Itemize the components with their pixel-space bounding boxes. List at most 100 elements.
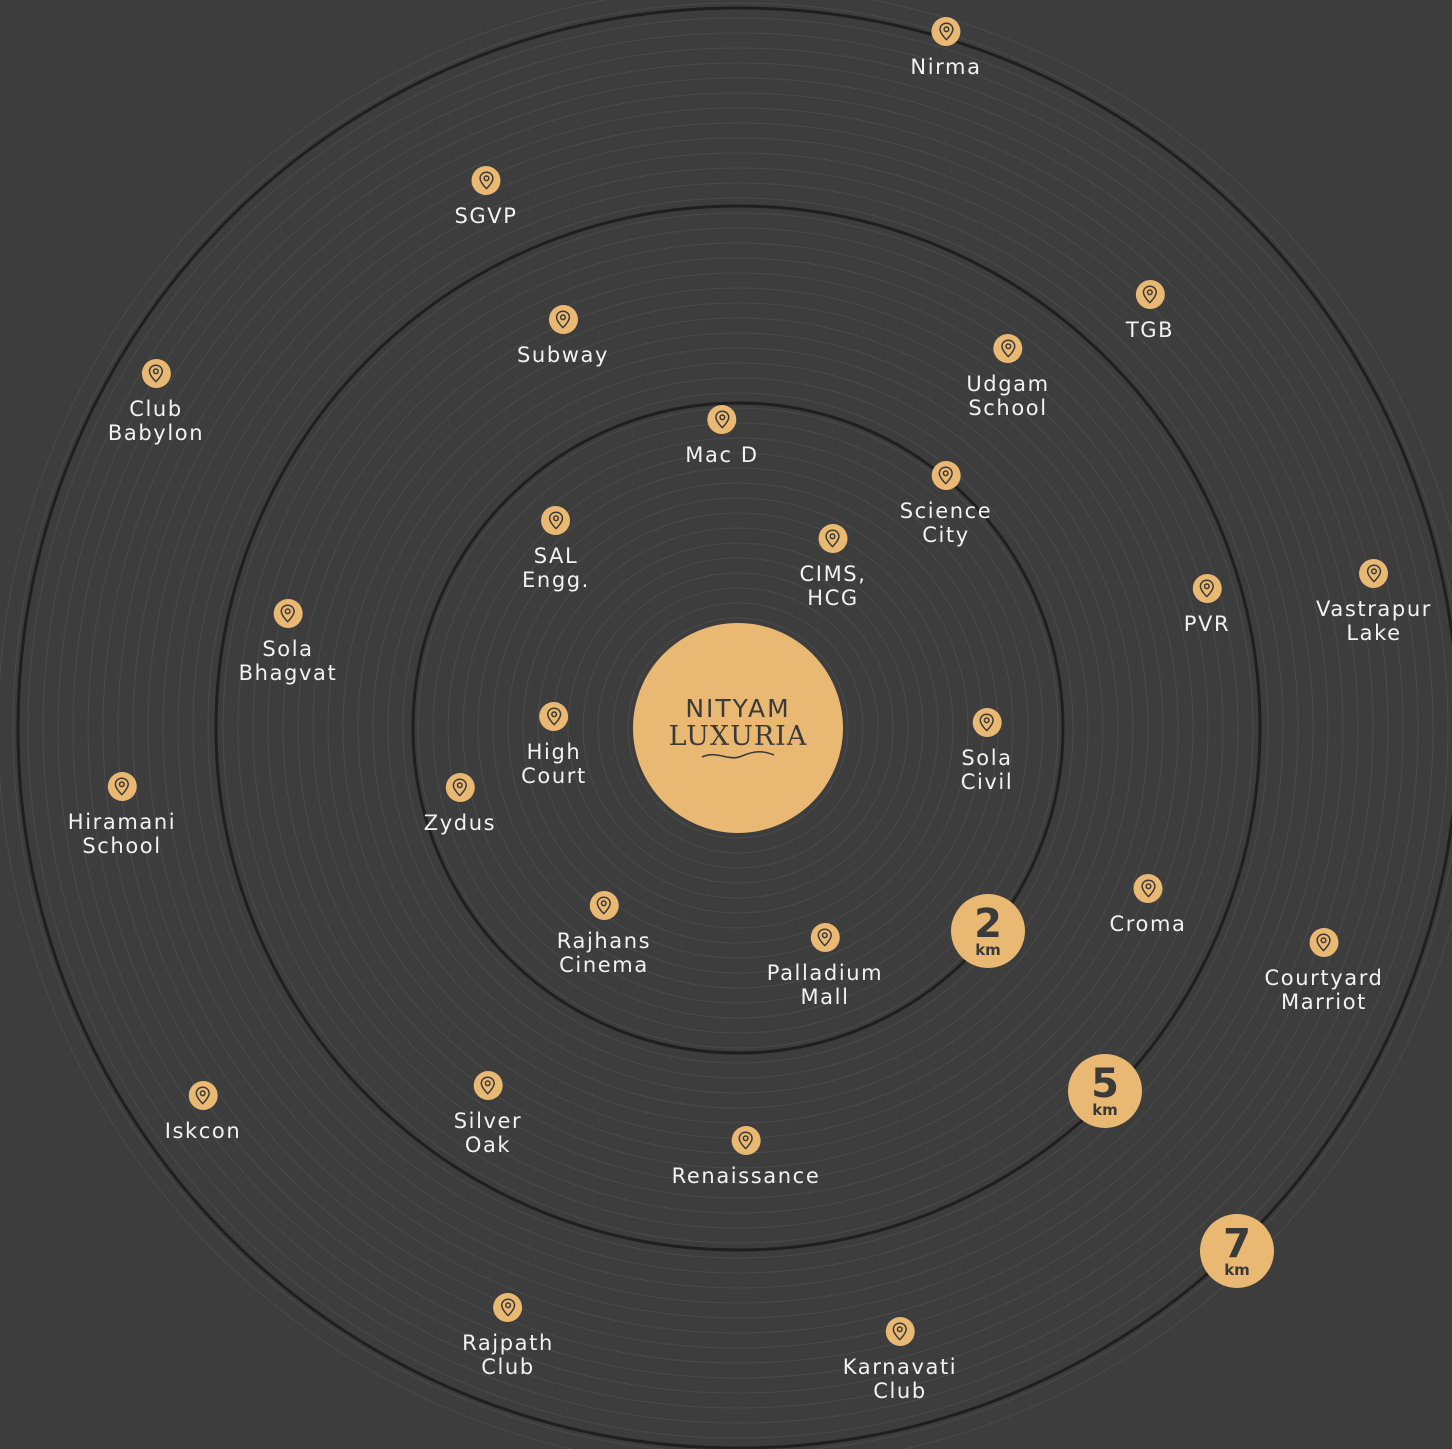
location-pvr[interactable]: PVR — [1184, 574, 1230, 636]
map-pin-icon — [273, 599, 303, 628]
fine-ring — [252, 242, 1224, 1214]
location-silver-oak[interactable]: Silver Oak — [454, 1071, 523, 1157]
fine-ring — [87, 77, 1389, 1379]
location-mac-d[interactable]: Mac D — [685, 405, 758, 467]
location-sola-bhagvat[interactable]: Sola Bhagvat — [239, 599, 338, 685]
distance-ring — [411, 401, 1065, 1055]
fine-ring — [417, 407, 1059, 1049]
fine-ring — [162, 152, 1314, 1304]
location-label: Renaissance — [671, 1164, 821, 1188]
map-pin-icon — [541, 506, 571, 535]
badge-value: 2 — [974, 901, 1002, 947]
fine-ring — [357, 347, 1119, 1109]
location-label: Iskcon — [164, 1119, 242, 1143]
fine-ring — [372, 362, 1104, 1094]
location-iskcon[interactable]: Iskcon — [165, 1081, 242, 1143]
fine-ring — [507, 497, 969, 959]
fine-ring — [462, 452, 1014, 1004]
radius-badge-5km: 5 km — [1068, 1054, 1142, 1128]
map-pin-icon — [1359, 559, 1389, 588]
distance-ring — [16, 6, 1452, 1449]
badge-unit: km — [1224, 1261, 1250, 1279]
location-palladium-mall[interactable]: Palladium Mall — [767, 923, 883, 1009]
map-pin-icon — [931, 461, 961, 490]
distance-ring — [214, 204, 1262, 1252]
location-rajhans-cinema[interactable]: Rajhans Cinema — [557, 891, 651, 977]
location-hiramani-school[interactable]: Hiramani School — [68, 772, 176, 858]
map-pin-icon — [818, 524, 848, 553]
fine-ring — [267, 257, 1209, 1199]
fine-ring — [612, 602, 864, 854]
location-subway[interactable]: Subway — [517, 305, 609, 367]
location-label: TGB — [1125, 318, 1175, 342]
fine-ring — [582, 572, 894, 884]
fine-ring — [192, 182, 1284, 1274]
location-label: Science City — [899, 499, 993, 547]
radius-badge-7km: 7 km — [1200, 1214, 1274, 1288]
fine-ring — [522, 512, 954, 944]
fine-ring — [147, 137, 1329, 1319]
location-high-court[interactable]: High Court — [521, 702, 587, 788]
location-sal-engg[interactable]: SAL Engg. — [522, 506, 590, 592]
fine-ring — [72, 62, 1404, 1394]
location-label: Rajhans Cinema — [556, 929, 652, 977]
fine-ring — [282, 272, 1194, 1184]
location-label: Vastrapur Lake — [1316, 597, 1432, 645]
radius-badge-2km: 2 km — [951, 894, 1025, 968]
location-label: Rajpath Club — [462, 1331, 554, 1379]
location-tgb[interactable]: TGB — [1126, 280, 1174, 342]
fine-ring — [627, 617, 849, 839]
badge-unit: km — [1092, 1101, 1118, 1119]
location-label: Silver Oak — [453, 1109, 523, 1157]
map-pin-icon — [1192, 574, 1222, 603]
map-pin-icon — [1133, 874, 1163, 903]
location-rajpath-club[interactable]: Rajpath Club — [462, 1293, 554, 1379]
location-science-city[interactable]: Science City — [900, 461, 993, 547]
map-pin-icon — [707, 405, 737, 434]
location-karnavati-club[interactable]: Karnavati Club — [843, 1317, 957, 1403]
map-pin-icon — [107, 772, 137, 801]
fine-ring — [387, 377, 1089, 1079]
location-label: Sola Bhagvat — [238, 637, 338, 685]
map-pin-icon — [810, 923, 840, 952]
fine-ring — [132, 122, 1344, 1334]
map-pin-icon — [972, 708, 1002, 737]
fine-ring — [57, 47, 1419, 1409]
map-pin-icon — [471, 166, 501, 195]
location-label: Palladium Mall — [766, 961, 884, 1009]
location-label: Udgam School — [966, 372, 1050, 420]
map-pin-icon — [473, 1071, 503, 1100]
location-label: Sola Civil — [960, 746, 1014, 794]
fine-ring — [402, 392, 1074, 1064]
location-sgvp[interactable]: SGVP — [454, 166, 517, 228]
location-club-babylon[interactable]: Club Babylon — [108, 359, 204, 445]
fine-ring — [597, 587, 879, 869]
location-croma[interactable]: Croma — [1109, 874, 1186, 936]
location-label: PVR — [1183, 612, 1231, 636]
location-label: Subway — [516, 343, 610, 367]
fine-ring — [42, 32, 1434, 1424]
location-zydus[interactable]: Zydus — [424, 773, 496, 835]
location-vastrapur-lake[interactable]: Vastrapur Lake — [1316, 559, 1432, 645]
location-renaissance[interactable]: Renaissance — [672, 1126, 821, 1188]
map-pin-icon — [548, 305, 578, 334]
map-pin-icon — [493, 1293, 523, 1322]
fine-ring — [222, 212, 1254, 1244]
location-cims-hcg[interactable]: CIMS, HCG — [800, 524, 867, 610]
location-label: Zydus — [423, 811, 497, 835]
logo-swoosh-icon — [701, 750, 775, 759]
location-nirma[interactable]: Nirma — [910, 17, 981, 79]
location-courtyard-marriot[interactable]: Courtyard Marriot — [1265, 928, 1384, 1014]
map-pin-icon — [589, 891, 619, 920]
location-sola-civil[interactable]: Sola Civil — [961, 708, 1014, 794]
location-label: High Court — [521, 740, 587, 788]
logo-line1: NITYAM — [685, 694, 791, 723]
location-label: SGVP — [454, 204, 518, 228]
location-label: Nirma — [910, 55, 982, 79]
fine-ring — [12, 2, 1452, 1449]
map-pin-icon — [931, 17, 961, 46]
map-pin-icon — [1309, 928, 1339, 957]
location-udgam-school[interactable]: Udgam School — [966, 334, 1049, 420]
location-label: Hiramani School — [67, 810, 177, 858]
